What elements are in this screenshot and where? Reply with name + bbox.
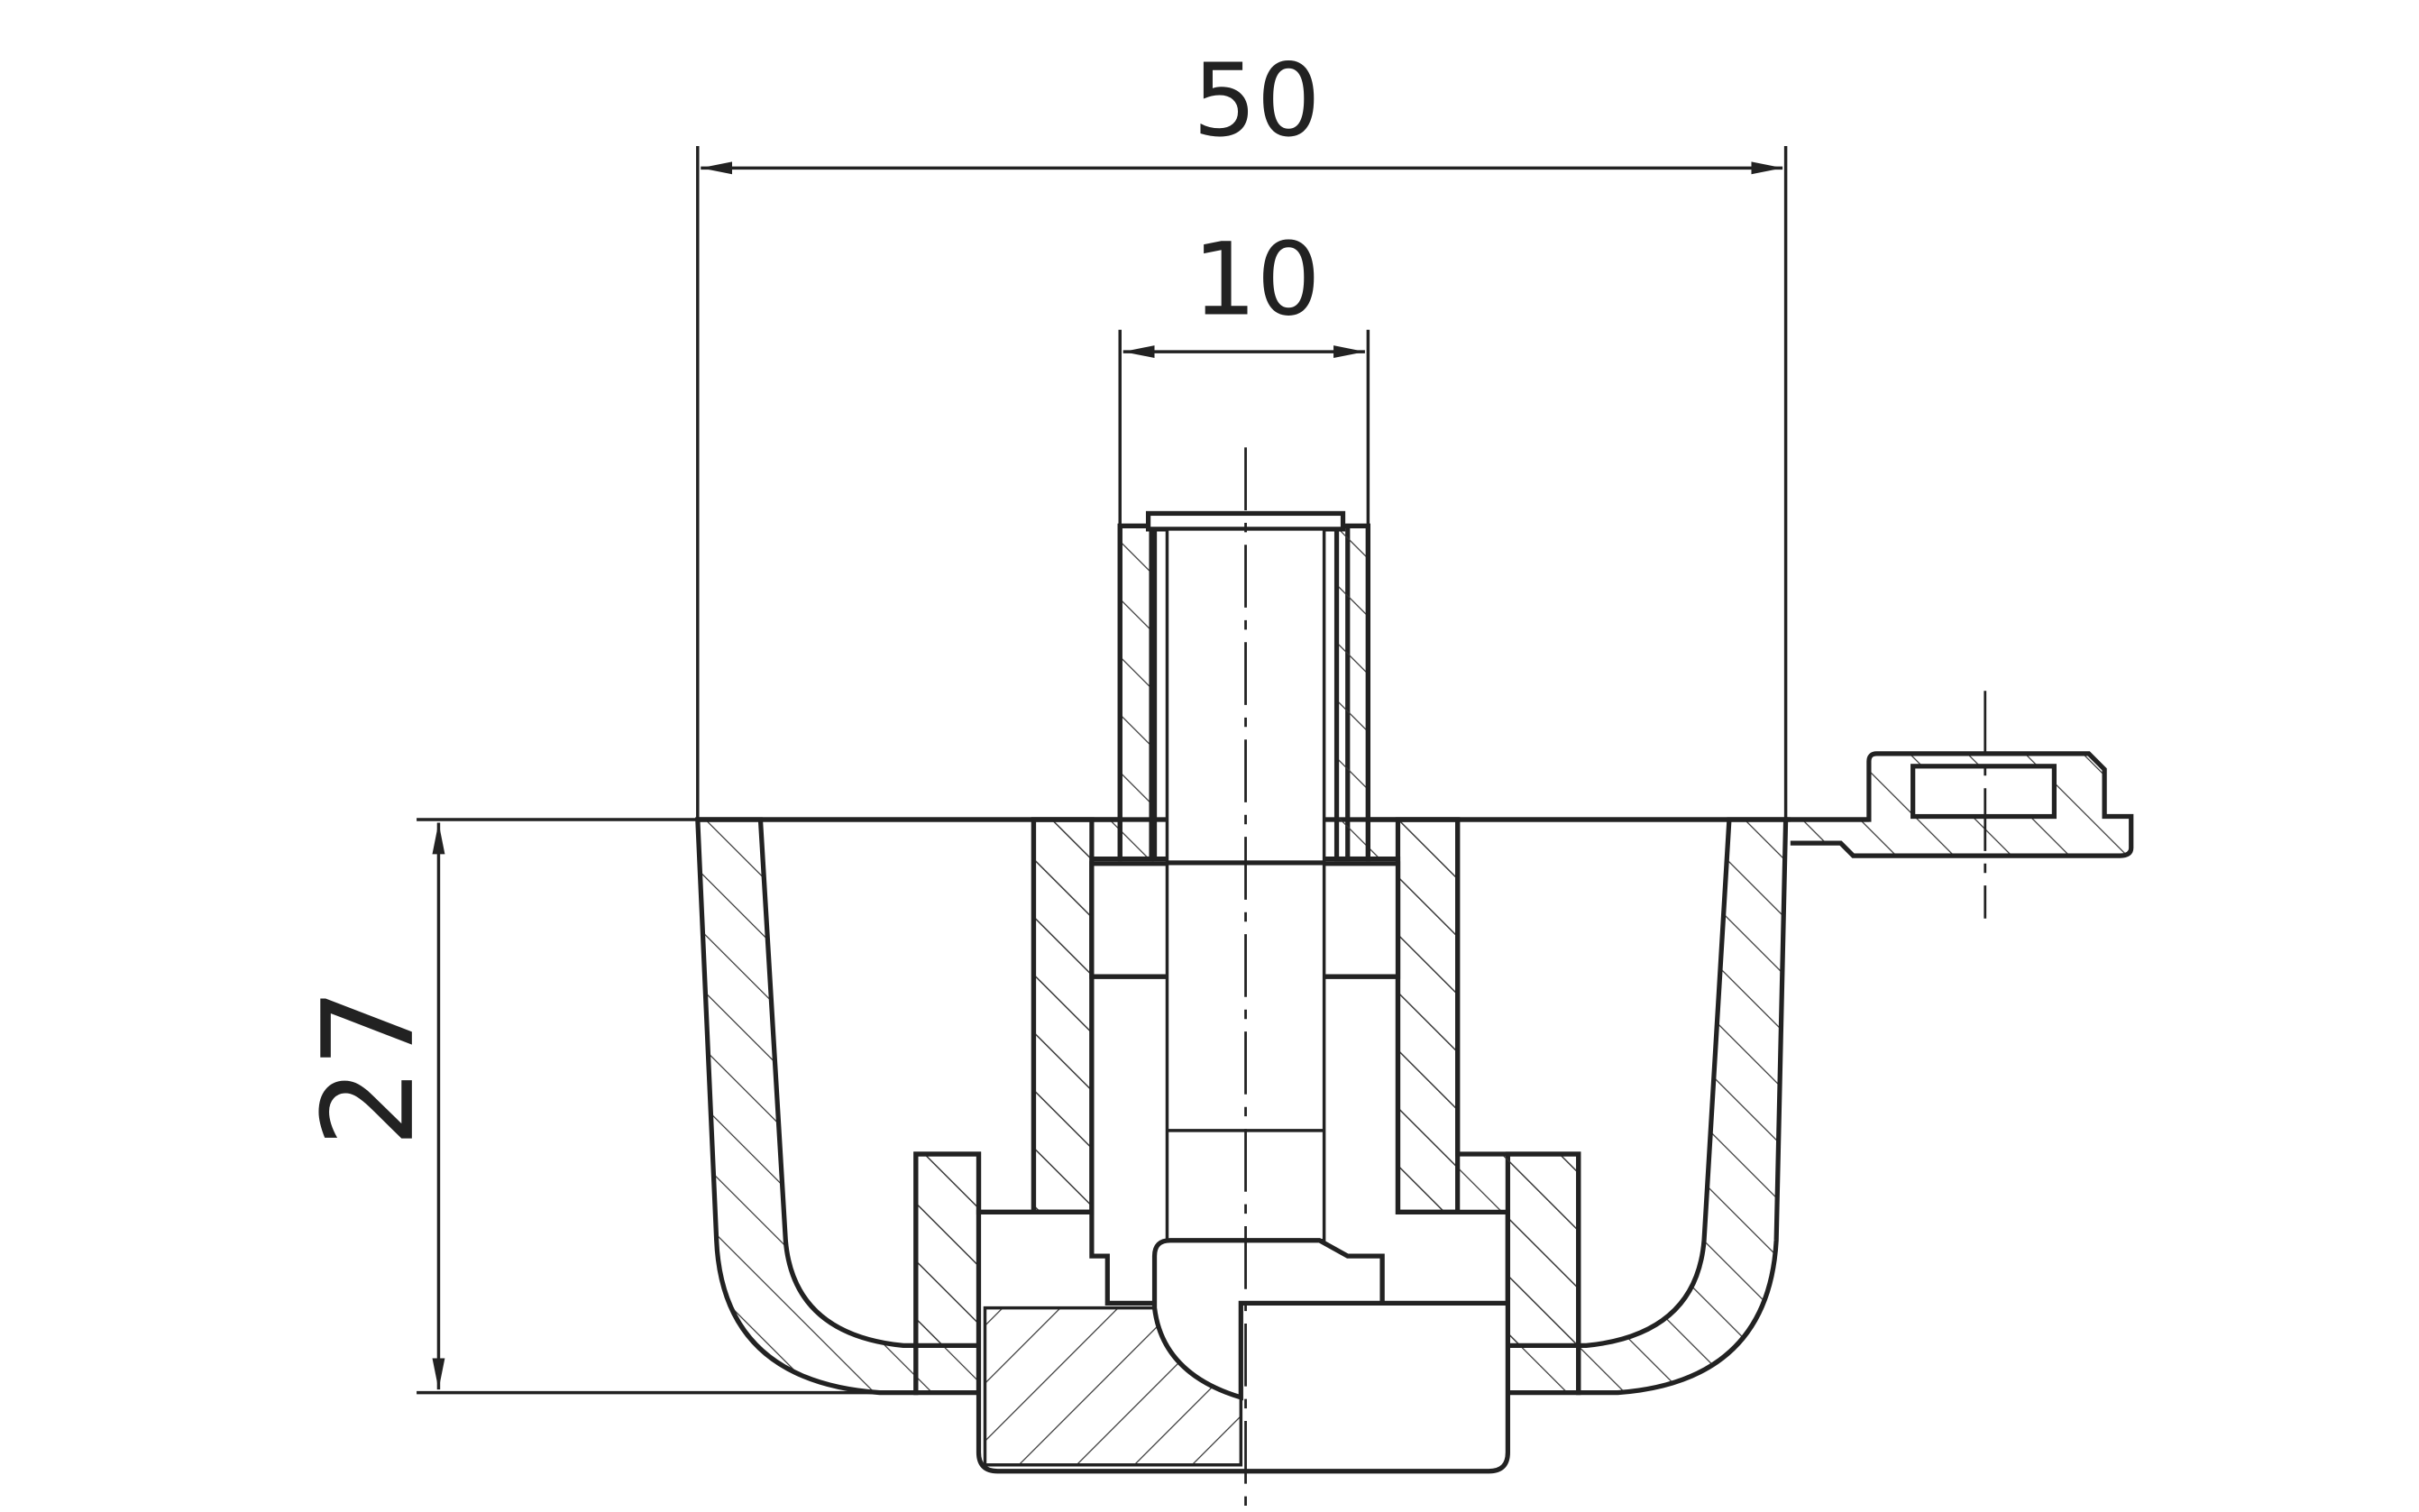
sleeve-right-wall — [1333, 523, 1370, 862]
side-tab — [1785, 751, 2134, 858]
dimension-shaft-width — [1118, 329, 1370, 527]
cup-right-wall — [1576, 817, 1789, 1396]
dimension-overall-width — [696, 145, 1788, 820]
dimension-label-height: 27 — [296, 988, 442, 1148]
dimension-height — [417, 818, 880, 1395]
shaft-sleeve — [1117, 510, 1370, 864]
cup-left-wall — [695, 817, 919, 1396]
tab-slot — [1910, 764, 2057, 820]
dimension-label-overall-width: 50 — [1193, 43, 1321, 160]
base-knob — [976, 1209, 1510, 1474]
central-boss — [913, 817, 1581, 1349]
knob-inner-curve — [1151, 1238, 1385, 1401]
center-lines — [1244, 447, 1987, 1512]
sleeve-left-wall — [1117, 523, 1154, 862]
dimension-label-shaft-width: 10 — [1193, 222, 1321, 338]
